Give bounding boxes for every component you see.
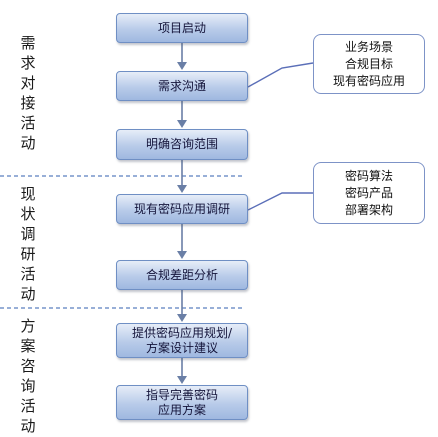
step-label: 现有密码应用调研 — [133, 201, 230, 216]
phase-char: 现 — [20, 185, 36, 203]
phase-char: 案 — [20, 337, 36, 355]
step-planning-design-advice: 提供密码应用规划/ 方案设计建议 — [116, 323, 248, 358]
phase-char: 对 — [20, 74, 36, 92]
flow-arrow-6 — [177, 358, 187, 384]
step-label: 项目启动 — [157, 20, 206, 35]
flow-arrow-2 — [177, 101, 187, 128]
flow-arrow-1 — [177, 42, 187, 70]
step-requirement-communication: 需求沟通 — [116, 71, 248, 101]
callout-line: 现有密码应用 — [332, 73, 405, 88]
phase-char: 方 — [20, 317, 36, 335]
step-current-crypto-survey: 现有密码应用调研 — [116, 194, 248, 224]
phase-char: 状 — [20, 205, 36, 223]
callout-line: 合规目标 — [344, 56, 393, 71]
step-compliance-gap-analysis: 合规差距分析 — [116, 260, 248, 290]
callout-survey-detail: 密码算法 密码产品 部署架构 — [313, 162, 425, 224]
callout-connectors — [247, 62, 314, 211]
step-label: 明确咨询范围 — [145, 137, 218, 151]
phase-char: 活 — [20, 397, 36, 415]
step-label-line: 方案设计建议 — [145, 340, 218, 355]
flow-arrow-4 — [177, 224, 187, 259]
phase-char: 动 — [20, 134, 36, 152]
callout-connector-2 — [247, 192, 313, 211]
step-label: 需求沟通 — [157, 78, 206, 93]
phase-char: 动 — [20, 417, 36, 435]
phase-char: 活 — [20, 114, 36, 132]
phase-char: 活 — [20, 265, 36, 283]
phase-dividers — [0, 175, 245, 309]
step-project-kickoff: 项目启动 — [116, 13, 248, 43]
step-label: 合规差距分析 — [145, 267, 218, 282]
phase-label-survey: 现 状 调 研 活 动 — [14, 184, 42, 304]
flow-arrow-5 — [177, 290, 187, 322]
phase-char: 调 — [20, 225, 36, 243]
callout-line: 部署架构 — [344, 202, 393, 217]
phase-char: 咨 — [20, 357, 36, 375]
phase-char: 动 — [20, 285, 36, 303]
callout-line: 密码算法 — [344, 168, 393, 183]
step-label-line: 提供密码应用规划/ — [131, 325, 233, 340]
step-define-scope: 明确咨询范围 — [116, 129, 248, 160]
flow-arrows — [177, 42, 187, 384]
step-guide-improve-scheme: 指导完善密码 应用方案 — [116, 385, 248, 420]
step-label-line: 应用方案 — [157, 402, 206, 417]
phase-char: 求 — [20, 54, 36, 72]
step-label-line: 指导完善密码 — [145, 387, 218, 402]
callout-requirements-detail: 业务场景 合规目标 现有密码应用 — [313, 34, 425, 94]
phase-label-requirements: 需 求 对 接 活 动 — [14, 33, 42, 153]
phase-char: 研 — [20, 245, 36, 263]
callout-connector-1 — [247, 62, 314, 88]
phase-char: 需 — [20, 34, 36, 52]
callout-line: 密码产品 — [344, 185, 393, 200]
phase-label-consulting: 方 案 咨 询 活 动 — [14, 316, 42, 436]
phase-char: 接 — [20, 94, 36, 112]
callout-line: 业务场景 — [344, 39, 393, 54]
flow-arrow-3 — [177, 160, 187, 193]
phase-char: 询 — [20, 377, 36, 395]
